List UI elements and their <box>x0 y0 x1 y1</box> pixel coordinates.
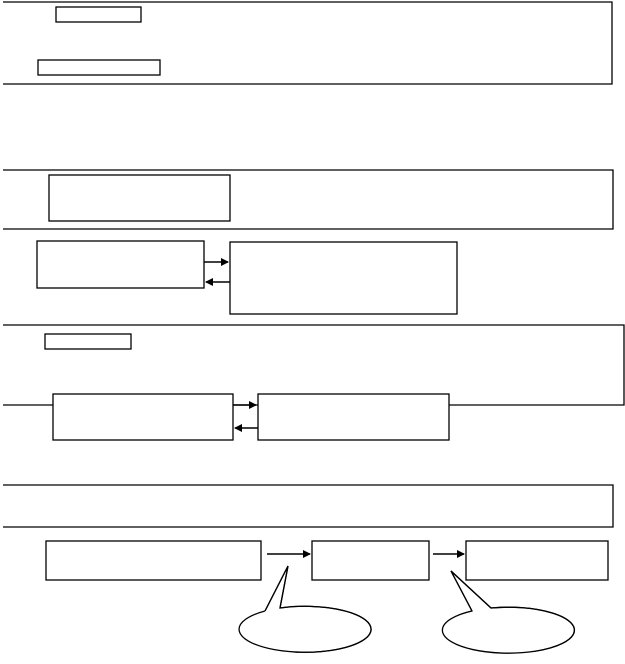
section-2 <box>3 169 614 315</box>
callout-outline-2 <box>441 606 576 654</box>
section-4-box-2 <box>311 540 430 581</box>
section-2-right-box <box>229 241 458 315</box>
section-2-frame <box>3 169 614 230</box>
section-1-small-box-2 <box>37 59 161 76</box>
section-3-left-box <box>52 393 234 441</box>
callout-pointer-1 <box>264 565 289 612</box>
section-4-box-1 <box>45 540 262 581</box>
section-1-frame <box>3 1 613 85</box>
section-3 <box>3 324 625 441</box>
section-4-frame <box>3 484 614 528</box>
section-1-small-box-1 <box>55 6 142 23</box>
section-3-small-box <box>44 333 132 350</box>
section-3-right-box <box>257 393 450 441</box>
section-1 <box>3 1 613 85</box>
callout-bubble-2-fill <box>430 610 562 656</box>
callout-bubble-1-fill <box>190 610 322 656</box>
section-4-box-3 <box>465 540 609 581</box>
section-2-left-box <box>36 240 205 289</box>
callout-outline-1 <box>238 605 372 653</box>
section-4 <box>3 484 614 656</box>
section-2-inner-box <box>48 174 231 222</box>
callout-pointer-2 <box>450 570 492 612</box>
